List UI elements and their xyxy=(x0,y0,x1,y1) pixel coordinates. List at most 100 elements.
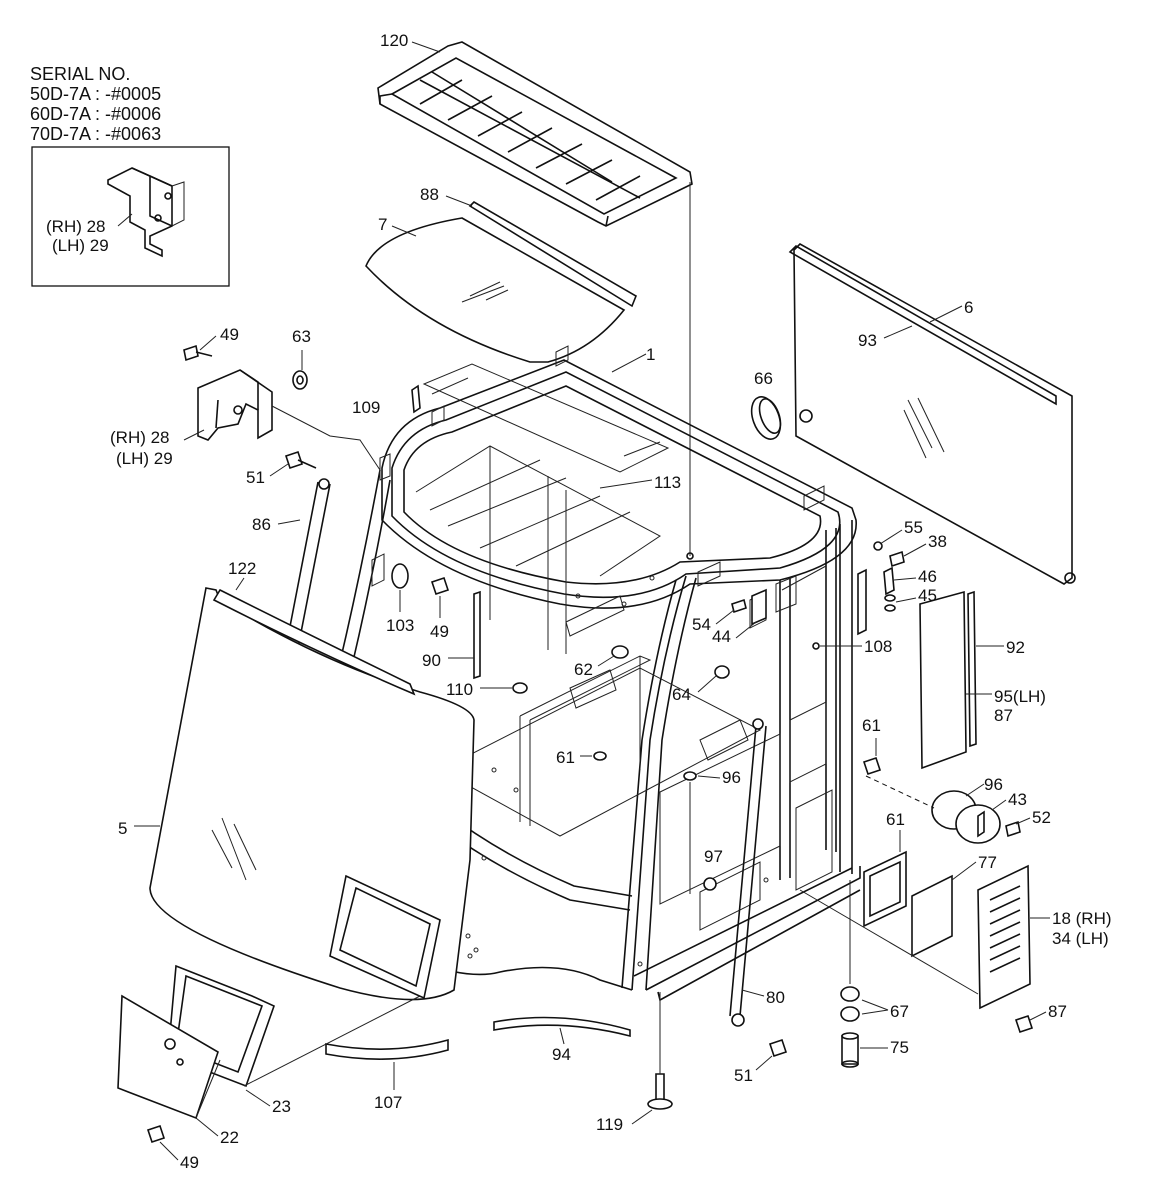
label-23: 23 xyxy=(272,1097,291,1116)
label-80: 80 xyxy=(766,988,785,1007)
strip-90 xyxy=(473,590,481,680)
windshield-part xyxy=(149,587,475,1001)
bolt-87-bottom xyxy=(1014,1014,1034,1034)
inset-box xyxy=(31,146,230,287)
label-49-top: 49 xyxy=(220,325,239,344)
inset-bracket-part xyxy=(107,167,185,258)
label-64: 64 xyxy=(672,685,691,704)
inset-label-rh: (RH) 28 xyxy=(46,217,106,236)
cap-61-b xyxy=(683,771,697,781)
label-122: 122 xyxy=(228,559,256,578)
label-55: 55 xyxy=(904,518,923,537)
label-49-bottom: 49 xyxy=(180,1153,199,1172)
mount-75 xyxy=(841,1032,859,1068)
label-95-lh: 87 xyxy=(994,706,1013,725)
louver-18-34 xyxy=(977,864,1031,1010)
label-120: 120 xyxy=(380,31,408,50)
strip-92 xyxy=(967,590,977,748)
label-52: 52 xyxy=(1032,808,1051,827)
bolt-51-top xyxy=(284,450,317,470)
label-7: 7 xyxy=(378,215,387,234)
door-glass-8-95 xyxy=(919,590,967,770)
inset-label-lh: (LH) 29 xyxy=(52,236,109,255)
grommet-part xyxy=(750,396,782,440)
small-parts-right xyxy=(873,541,905,612)
latch-54-44 xyxy=(731,588,767,626)
label-34-lh: 34 (LH) xyxy=(1052,929,1109,948)
bolt-49-bottom xyxy=(146,1124,166,1144)
label-63: 63 xyxy=(292,327,311,346)
clip-103 xyxy=(391,563,409,589)
label-109: 109 xyxy=(352,398,380,417)
cap-61-c xyxy=(703,877,717,891)
label-108: 108 xyxy=(864,637,892,656)
label-66: 66 xyxy=(754,369,773,388)
label-94: 94 xyxy=(552,1045,571,1064)
label-96: 96 xyxy=(984,775,1003,794)
label-rh-28: (RH) 28 xyxy=(110,428,170,447)
label-88: 88 xyxy=(420,185,439,204)
nut-63 xyxy=(292,370,308,390)
label-22: 22 xyxy=(220,1128,239,1147)
pivot-64 xyxy=(714,665,730,679)
label-43: 43 xyxy=(1008,790,1027,809)
label-44: 44 xyxy=(712,627,731,646)
label-97: 61 xyxy=(886,810,905,829)
bolt-52 xyxy=(1005,820,1021,838)
label-110: 110 xyxy=(446,680,473,699)
label-87-bottom: 87 xyxy=(1048,1002,1067,1021)
label-1: 1 xyxy=(646,345,655,364)
bracket-28-29 xyxy=(197,369,273,441)
label-8-rh: 95(LH) xyxy=(994,687,1046,706)
label-61-c: 97 xyxy=(704,847,723,866)
label-62: 62 xyxy=(574,660,593,679)
label-119: 119 xyxy=(596,1115,623,1134)
label-87-top: 61 xyxy=(862,716,881,735)
plate-43 xyxy=(955,804,1001,844)
strip-94 xyxy=(493,1016,631,1038)
gas-strut-80 xyxy=(729,718,767,1027)
label-103: 103 xyxy=(386,616,414,635)
serial-heading: SERIAL NO. xyxy=(30,64,130,84)
label-lh-29: (LH) 29 xyxy=(116,449,173,468)
serial-line-2: 60D-7A : -#0006 xyxy=(30,104,161,124)
label-46: 46 xyxy=(918,567,937,586)
strip-107 xyxy=(325,1038,449,1060)
label-107: 107 xyxy=(374,1093,402,1112)
pivot-62 xyxy=(611,645,629,659)
bolt-119 xyxy=(647,1073,673,1110)
label-90: 90 xyxy=(422,651,441,670)
label-51-top: 51 xyxy=(246,468,265,487)
roof-guard-part xyxy=(377,41,693,227)
seal-122 xyxy=(212,588,416,696)
serial-line-3: 70D-7A : -#0063 xyxy=(30,124,161,144)
label-61-b: 96 xyxy=(722,768,741,787)
label-5: 5 xyxy=(118,819,127,838)
label-67: 67 xyxy=(890,1002,909,1021)
bolt-49-mid xyxy=(430,576,450,596)
panel-97 xyxy=(863,850,907,928)
label-54: 54 xyxy=(692,615,711,634)
panel-77 xyxy=(911,874,953,958)
label-61-a: 61 xyxy=(556,748,575,767)
label-113: 113 xyxy=(654,473,681,492)
label-18-rh: 18 (RH) xyxy=(1052,909,1112,928)
bolt-109 xyxy=(411,384,421,414)
label-92: 92 xyxy=(1006,638,1025,657)
label-51-bottom: 51 xyxy=(734,1066,753,1085)
nut-67 xyxy=(840,986,860,1022)
label-38: 38 xyxy=(928,532,947,551)
roof-strip-part xyxy=(468,200,637,308)
hole-108 xyxy=(812,642,820,650)
label-93: 93 xyxy=(858,331,877,350)
label-77: 77 xyxy=(978,853,997,872)
cap-110 xyxy=(512,682,528,694)
label-49-mid: 49 xyxy=(430,622,449,641)
bolt-87-top xyxy=(862,756,882,776)
bolt-51-bottom xyxy=(768,1038,788,1058)
label-86: 86 xyxy=(252,515,271,534)
side-glass-part xyxy=(788,243,1076,585)
roof-glass-part xyxy=(365,217,626,363)
bolt-49-top xyxy=(183,344,213,362)
